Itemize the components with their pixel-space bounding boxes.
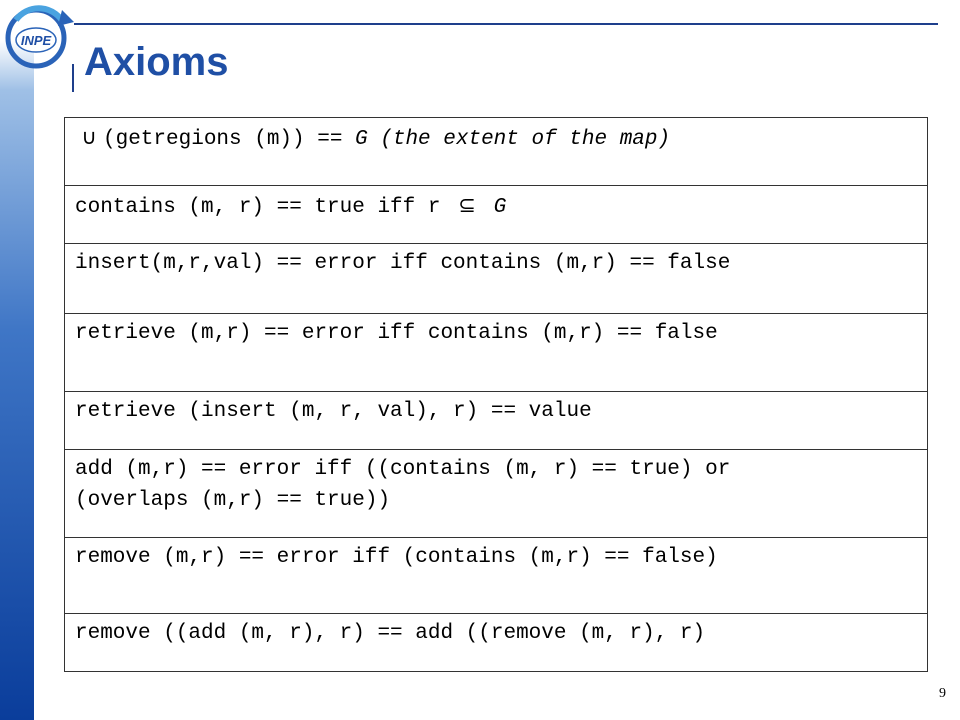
table-row: retrieve (m,r) == error iff contains (m,…: [64, 313, 928, 392]
axiom-cell: insert(m,r,val) == error iff contains (m…: [64, 243, 928, 314]
axiom-cell: contains (m, r) == true iff r ⊆ G: [64, 185, 928, 244]
axiom-cell: remove (m,r) == error iff (contains (m,r…: [64, 537, 928, 614]
page-number: 9: [939, 686, 946, 701]
axiom-text: add (m,r) == error iff ((contains (m, r)…: [75, 458, 731, 481]
axiom-cell: retrieve (m,r) == error iff contains (m,…: [64, 313, 928, 392]
table-row: contains (m, r) == true iff r ⊆ G: [64, 185, 928, 244]
axiom-text: (overlaps (m,r) == true)): [75, 489, 391, 512]
axiom-cell: add (m,r) == error iff ((contains (m, r)…: [64, 449, 928, 538]
header-rule: [74, 23, 938, 25]
axiom-text: contains (m, r) == true iff r: [75, 196, 454, 219]
slide-title: Axioms: [84, 40, 229, 84]
axiom-text: insert(m,r,val) == error iff contains (m…: [75, 252, 731, 275]
subset-symbol: ⊆: [458, 193, 476, 217]
table-row: insert(m,r,val) == error iff contains (m…: [64, 243, 928, 314]
axiom-text-italic: G: [493, 196, 507, 219]
axiom-text: [481, 196, 494, 219]
axiom-cell: remove ((add (m, r), r) == add ((remove …: [64, 613, 928, 672]
title-marker: [72, 64, 74, 92]
axiom-text-italic: G (the extent of the map): [355, 128, 671, 151]
axioms-table: ∪ (getregions (m)) == G (the extent of th…: [64, 117, 928, 672]
union-symbol: ∪: [81, 125, 97, 149]
axiom-text: remove ((add (m, r), r) == add ((remove …: [75, 622, 706, 645]
axiom-cell: retrieve (insert (m, r, val), r) == valu…: [64, 391, 928, 450]
axiom-text: remove (m,r) == error iff (contains (m,r…: [75, 546, 718, 569]
table-row: retrieve (insert (m, r, val), r) == valu…: [64, 391, 928, 450]
inpe-logo: INPE: [5, 5, 74, 69]
table-row: ∪ (getregions (m)) == G (the extent of th…: [64, 117, 928, 186]
table-row: remove (m,r) == error iff (contains (m,r…: [64, 537, 928, 614]
axiom-text: retrieve (m,r) == error iff contains (m,…: [75, 322, 718, 345]
table-row: remove ((add (m, r), r) == add ((remove …: [64, 613, 928, 672]
axiom-text: (getregions (m)) ==: [103, 128, 356, 151]
table-row: add (m,r) == error iff ((contains (m, r)…: [64, 449, 928, 538]
axiom-cell: ∪ (getregions (m)) == G (the extent of th…: [64, 117, 928, 186]
logo-text: INPE: [21, 33, 52, 48]
axiom-text: retrieve (insert (m, r, val), r) == valu…: [75, 400, 592, 423]
left-gradient-bar: [0, 0, 34, 720]
